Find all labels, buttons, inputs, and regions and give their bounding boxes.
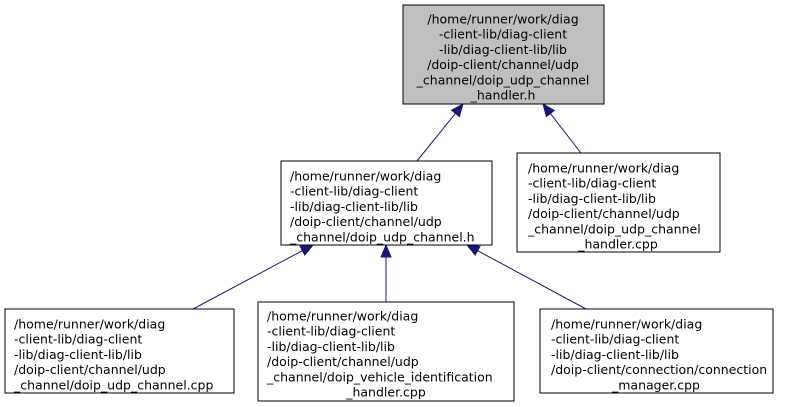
node-conn_mgr_cpp[interactable]: /home/runner/work/diag-client-lib/diag-c… [539, 308, 774, 394]
node-label-line: /home/runner/work/diag [267, 309, 418, 324]
node-label-line: -client-lib/diag-client [267, 324, 395, 339]
node-box-vehicle_id_cpp[interactable] [257, 301, 515, 402]
node-label-line: -client-lib/diag-client [14, 332, 142, 347]
node-label-line: _channel/doip_udp_channel.cpp [13, 377, 213, 392]
edge-arrowhead-handler_cpp-to-root [542, 102, 556, 118]
node-label-line: _channel/doip_udp_channel [527, 221, 701, 236]
node-label-line: /doip-client/connection/connection [551, 362, 767, 377]
edge-arrowhead-vehicle_id_cpp-to-channel_h [380, 243, 392, 258]
node-box-channel_cpp[interactable] [4, 308, 235, 394]
node-label-line: -client-lib/diag-client [439, 27, 567, 42]
node-root[interactable]: /home/runner/work/diag-client-lib/diag-c… [402, 4, 605, 105]
node-label-line: -lib/diag-client-lib/lib [290, 199, 418, 214]
node-label-line: -lib/diag-client-lib/lib [267, 339, 395, 354]
node-handler_cpp[interactable]: /home/runner/work/diag-client-lib/diag-c… [516, 152, 721, 253]
node-label-line: /doip-client/channel/udp [267, 354, 419, 369]
node-label-line: _channel/doip_udp_channel.h [289, 229, 475, 244]
node-label-line: -lib/diag-client-lib/lib [14, 347, 142, 362]
node-label-line: /doip-client/channel/udp [427, 57, 579, 72]
node-label-line: -client-lib/diag-client [551, 332, 679, 347]
node-vehicle_id_cpp[interactable]: /home/runner/work/diag-client-lib/diag-c… [257, 301, 515, 402]
node-label-line: -lib/diag-client-lib/lib [551, 347, 679, 362]
node-label-line: -lib/diag-client-lib/lib [528, 191, 656, 206]
node-channel_cpp[interactable]: /home/runner/work/diag-client-lib/diag-c… [4, 308, 235, 394]
node-channel_h[interactable]: /home/runner/work/diag-client-lib/diag-c… [280, 160, 493, 246]
node-label-line: -client-lib/diag-client [290, 184, 418, 199]
node-label-line: /home/runner/work/diag [528, 161, 679, 176]
node-box-conn_mgr_cpp[interactable] [539, 308, 774, 394]
edge-handler_cpp-to-root [549, 113, 582, 154]
node-label-line: /home/runner/work/diag [427, 12, 578, 27]
edge-channel_cpp-to-channel_h [192, 250, 303, 310]
node-label-line: _manager.cpp [611, 377, 700, 392]
node-label-line: _channel/doip_udp_channel [416, 72, 590, 87]
edge-channel_h-to-root [416, 113, 456, 162]
edges-layer [192, 102, 587, 310]
node-label-line: /home/runner/work/diag [551, 317, 702, 332]
node-label-line: _handler.h [470, 88, 536, 103]
node-label-line: _handler.cpp [345, 385, 426, 400]
node-label-line: /doip-client/channel/udp [528, 206, 680, 221]
edge-arrowhead-channel_h-to-root [450, 102, 464, 118]
node-label-line: _channel/doip_vehicle_identification [266, 369, 493, 384]
nodes-layer: /home/runner/work/diag-client-lib/diag-c… [4, 4, 774, 402]
node-label-line: /doip-client/channel/udp [290, 214, 442, 229]
node-box-channel_h[interactable] [280, 160, 493, 246]
node-label-line: -client-lib/diag-client [528, 176, 656, 191]
node-label-line: -lib/diag-client-lib/lib [439, 42, 567, 57]
edge-conn_mgr_cpp-to-channel_h [477, 250, 587, 310]
node-box-handler_cpp[interactable] [516, 152, 721, 253]
node-label-line: _handler.cpp [577, 237, 658, 252]
node-label-line: /home/runner/work/diag [290, 169, 441, 184]
node-box-root[interactable] [402, 4, 605, 105]
edge-arrowhead-channel_cpp-to-channel_h [299, 244, 315, 256]
edge-arrowhead-conn_mgr_cpp-to-channel_h [465, 244, 481, 256]
node-label-line: /doip-client/channel/udp [14, 362, 166, 377]
node-label-line: /home/runner/work/diag [14, 317, 165, 332]
